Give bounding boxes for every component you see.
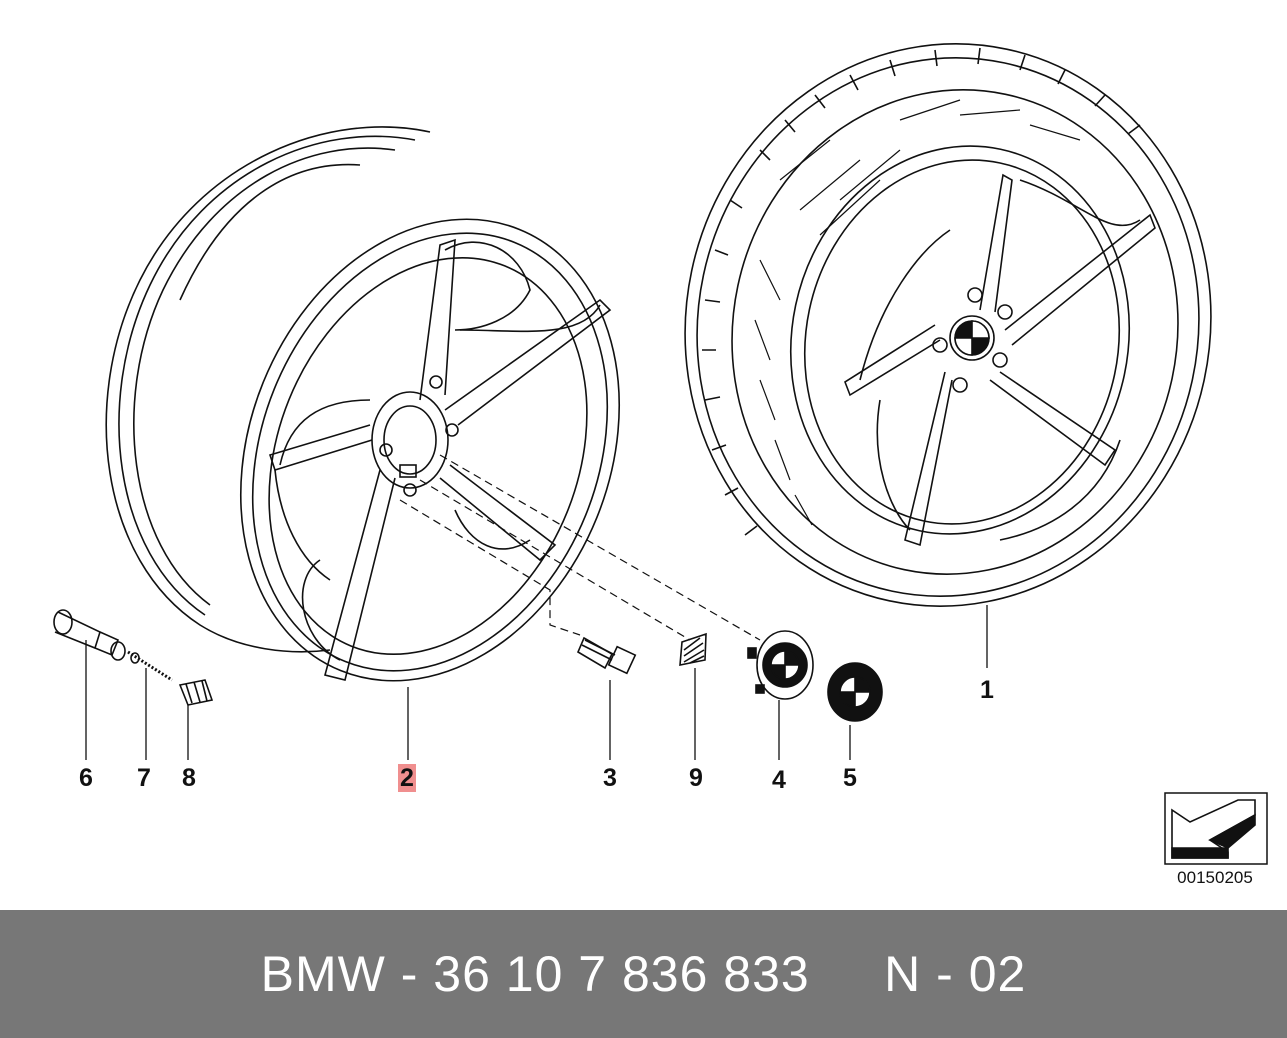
assembly-leader-lines <box>399 454 761 641</box>
callout-leaders <box>85 605 988 760</box>
wheel-bolt-drawing <box>576 636 637 675</box>
reference-code: 00150205 <box>1177 868 1253 887</box>
wheel-with-tyre-drawing <box>684 43 1212 607</box>
footer-bar: BMW - 36 10 7 836 833 N - 02 <box>0 910 1287 1038</box>
callout-2[interactable]: 2 <box>398 764 416 792</box>
callout-4: 4 <box>772 766 786 794</box>
callout-3: 3 <box>603 764 617 792</box>
callout-5: 5 <box>843 764 857 792</box>
callout-9: 9 <box>689 764 703 792</box>
callout-7: 7 <box>137 764 151 792</box>
hub-cap-drawing <box>747 630 814 700</box>
direction-arrow-icon <box>1164 792 1268 865</box>
valve-drawing <box>53 609 126 661</box>
parts-diagram <box>53 43 1268 865</box>
emblem-drawing <box>827 662 883 722</box>
rim-drawing <box>105 126 621 682</box>
valve-cap-drawing <box>178 679 214 706</box>
label-sticker-drawing <box>679 632 707 666</box>
part-number-caption: BMW - 36 10 7 836 833 N - 02 <box>260 946 1027 1002</box>
callout-1: 1 <box>980 676 994 704</box>
callout-8: 8 <box>182 764 196 792</box>
callout-6: 6 <box>79 764 93 792</box>
valve-core-drawing <box>127 650 173 682</box>
